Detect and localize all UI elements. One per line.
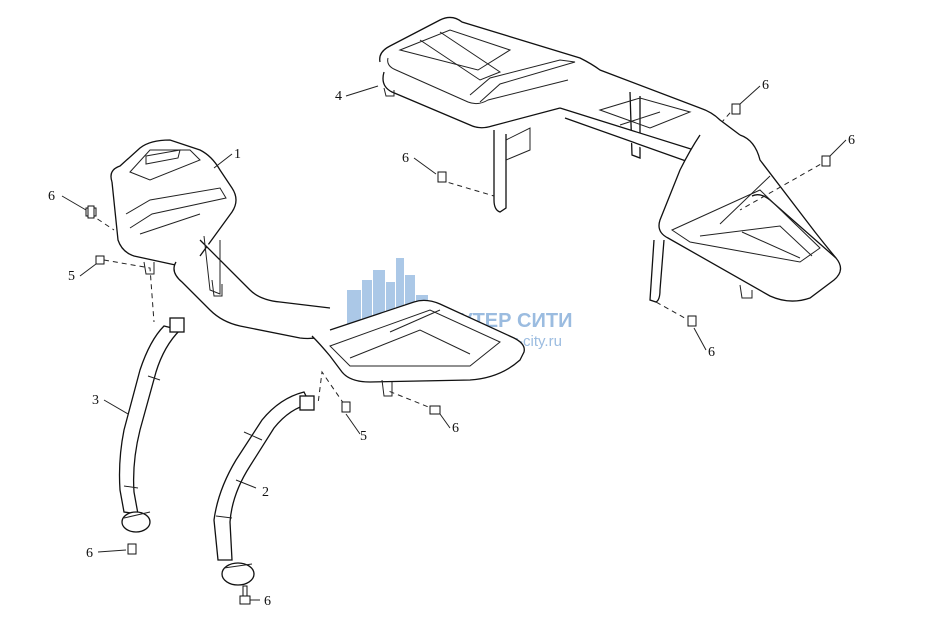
- front-rack-part-1: [110, 139, 525, 397]
- leader-lines: [61, 85, 847, 601]
- callout-6: 6: [402, 151, 409, 166]
- bolt-icon: [687, 315, 697, 327]
- callout-6: 6: [452, 421, 459, 436]
- callout-4: 4: [335, 89, 342, 104]
- bar-part-2: [213, 391, 315, 586]
- bolt-icon: [95, 255, 105, 265]
- bolt-icon: [821, 155, 831, 167]
- rear-rack-part-4: [379, 16, 842, 303]
- callout-2: 2: [262, 485, 269, 500]
- fasteners: [85, 103, 831, 605]
- bolt-icon: [239, 585, 251, 605]
- bolt-icon: [127, 543, 137, 555]
- callout-6: 6: [708, 345, 715, 360]
- bolt-icon: [437, 171, 447, 183]
- callout-6: 6: [848, 133, 855, 148]
- callout-5: 5: [68, 269, 75, 284]
- callout-6: 6: [264, 594, 271, 609]
- callout-6: 6: [86, 546, 93, 561]
- callout-6: 6: [48, 189, 55, 204]
- bolt-icon: [731, 103, 741, 115]
- callout-5: 5: [360, 429, 367, 444]
- callout-3: 3: [92, 393, 99, 408]
- callout-labels: 1 2 3 4 5 5 6 6 6 6 6 6 6 6: [48, 78, 855, 609]
- callout-1: 1: [234, 147, 241, 162]
- bolt-icon: [341, 401, 351, 413]
- bolt-icon: [85, 205, 97, 219]
- bar-part-3: [118, 317, 185, 533]
- callout-6: 6: [762, 78, 769, 93]
- bolt-icon: [429, 405, 441, 415]
